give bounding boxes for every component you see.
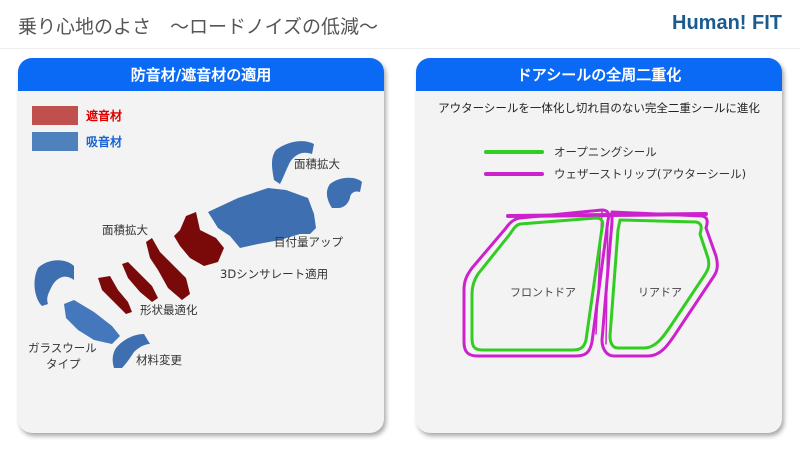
legend-opening-seal: オープニングシール <box>484 144 657 160</box>
front-door-label: フロントドア <box>510 286 576 299</box>
annotation-material-change: 材料変更 <box>136 353 182 367</box>
exploded-parts-illustration <box>34 141 362 368</box>
page-title: 乗り心地のよさ ～ロードノイズの低減～ <box>18 16 379 38</box>
legend-label: 吸音材 <box>86 135 123 149</box>
legend-line-magenta <box>484 172 544 176</box>
annotation-3d-thinsulate: 3Dシンサレート適用 <box>220 267 329 281</box>
legend-label: オープニングシール <box>554 145 657 159</box>
legend-sound-absorption: 吸音材 <box>32 132 122 151</box>
title-divider <box>0 48 800 49</box>
legend-weather-strip: ウェザーストリップ(アウターシール) <box>484 166 746 182</box>
annotation-weight-up: 目付量アップ <box>274 235 343 249</box>
legend-sound-insulation: 遮音材 <box>32 106 122 125</box>
door-seal-panel: ドアシールの全周二重化 アウターシールを一体化し切れ目のない完全二重シールに進化… <box>416 58 782 433</box>
legend-label: 遮音材 <box>86 109 123 123</box>
legend-label: ウェザーストリップ(アウターシール) <box>554 167 747 181</box>
rear-door-label: リアドア <box>638 286 682 299</box>
annotation-glass-wool: ガラスウール <box>28 341 97 355</box>
legend-line-green <box>484 150 544 154</box>
brand-logo: Human! FIT <box>672 12 782 34</box>
annotation-area-expand-top: 面積拡大 <box>294 157 340 171</box>
door-seal-diagram <box>462 208 719 358</box>
legend-swatch-blue <box>32 132 78 151</box>
annotation-glass-wool-type: タイプ <box>46 357 81 371</box>
sound-material-panel: 防音材/遮音材の適用 遮音材 吸音材 面積拡大 目付量アップ 面積拡大 3Dシン… <box>18 58 384 433</box>
annotation-shape-optimize: 形状最適化 <box>140 303 198 317</box>
panel-header: ドアシールの全周二重化 <box>416 58 782 91</box>
annotation-area-expand-mid: 面積拡大 <box>102 223 148 237</box>
panel-header: 防音材/遮音材の適用 <box>18 58 384 91</box>
legend-swatch-red <box>32 106 78 125</box>
panel-subtitle: アウターシールを一体化し切れ目のない完全二重シールに進化 <box>438 101 760 115</box>
